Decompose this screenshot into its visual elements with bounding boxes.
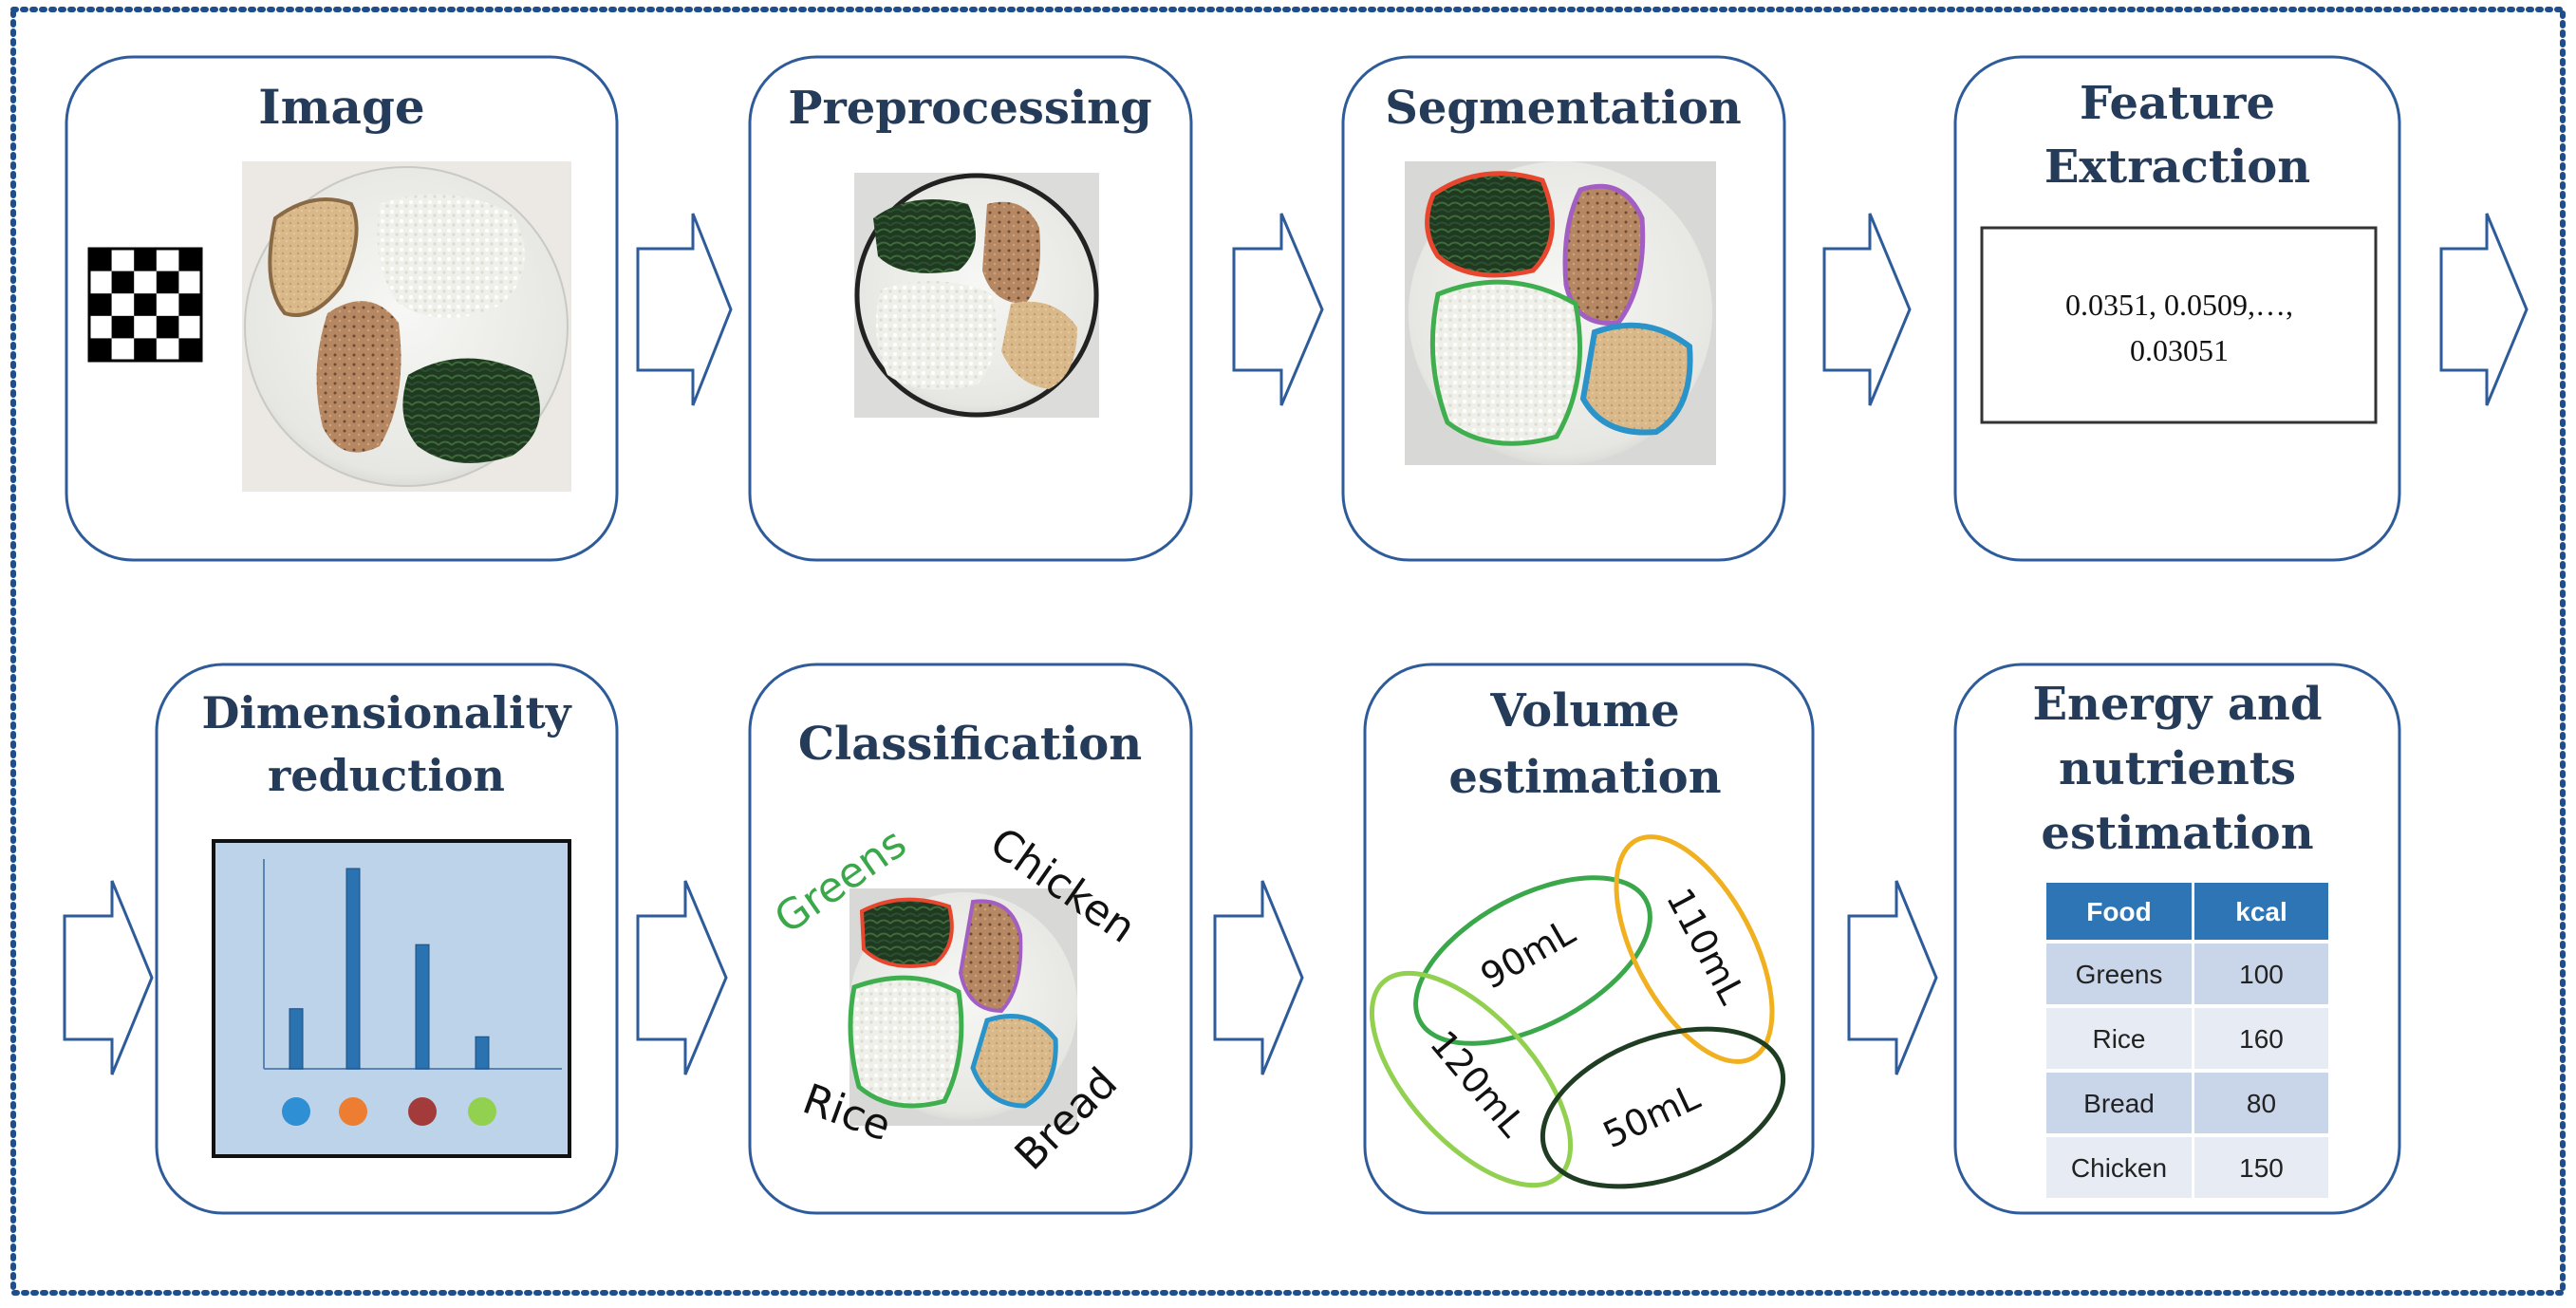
table-cell-text: 100 (2239, 960, 2284, 989)
title-dim-line2: reduction (268, 750, 505, 801)
dim-dot-dark-red (408, 1097, 437, 1126)
dim-bar-dark-red (415, 944, 430, 1070)
dim-bar-orange (345, 868, 361, 1070)
title-segmentation: Segmentation (1385, 82, 1742, 135)
table-header-label: kcal (2235, 897, 2287, 926)
dimensionality-bar-chart (212, 839, 571, 1158)
food-photo-classified (848, 888, 1077, 1126)
title-feature-line1: Feature (2080, 77, 2275, 130)
feature-values-line1: 0.0351, 0.0509,…, (2065, 288, 2293, 322)
table-header-cell (2046, 883, 2192, 940)
arrow-right-icon (636, 880, 728, 1075)
arrow-right-icon (2439, 213, 2529, 406)
table-cell (2194, 1073, 2328, 1133)
dim-bar-green (475, 1036, 490, 1070)
table-cell (2046, 1137, 2192, 1198)
arrow-right-icon (1232, 213, 1324, 406)
arrow-right-icon (63, 880, 154, 1075)
dim-dot-green (468, 1097, 496, 1126)
title-preprocessing: Preprocessing (788, 82, 1151, 135)
table-cell-text: 150 (2239, 1153, 2284, 1183)
feature-values-line2: 0.03051 (2130, 333, 2229, 367)
table-cell (2194, 1137, 2328, 1198)
table-header-label: Food (2086, 897, 2151, 926)
volume-ellipses (1369, 834, 1786, 1189)
title-energy-line1: Energy and (2032, 678, 2322, 731)
table-cell-text: 80 (2247, 1089, 2276, 1118)
table-header-cell (2194, 883, 2328, 940)
table-cell (2046, 1008, 2192, 1069)
table-cell (2194, 1008, 2328, 1069)
arrow-right-icon (1213, 880, 1304, 1075)
arrow-right-icon (636, 213, 733, 406)
table-cell (2046, 944, 2192, 1004)
box-volume (1363, 663, 1815, 1215)
table-cell-text: Rice (2092, 1024, 2145, 1054)
arrow-right-icon (1847, 880, 1938, 1075)
food-photo-preprocessed (854, 173, 1099, 418)
feature-vector-box (1980, 226, 2378, 424)
outer-frame (10, 7, 2566, 1296)
title-dim-line1: Dimensionality (202, 687, 572, 738)
table-cell (2194, 944, 2328, 1004)
food-photo-segmented (1405, 161, 1716, 465)
table-cell-text: 160 (2239, 1024, 2284, 1054)
title-volume-line1: Volume (1489, 684, 1679, 738)
dim-dot-orange (339, 1097, 367, 1126)
title-energy-line2: nutrients (2059, 742, 2296, 795)
table-cell-text: Chicken (2071, 1153, 2167, 1183)
table-cell (2046, 1073, 2192, 1133)
table-cell-text: Bread (2083, 1089, 2155, 1118)
arrow-right-icon (1822, 213, 1912, 406)
table-cell-text: Greens (2076, 960, 2163, 989)
title-classification: Classification (798, 718, 1142, 771)
title-feature-line2: Extraction (2044, 140, 2310, 194)
title-image: Image (258, 79, 424, 135)
food-photo-original (242, 161, 571, 492)
dim-bar-blue (289, 1008, 304, 1070)
checkerboard-icon (87, 247, 203, 363)
title-energy-line3: estimation (2041, 807, 2313, 860)
dim-dot-blue (282, 1097, 310, 1126)
title-volume-line2: estimation (1448, 751, 1721, 804)
